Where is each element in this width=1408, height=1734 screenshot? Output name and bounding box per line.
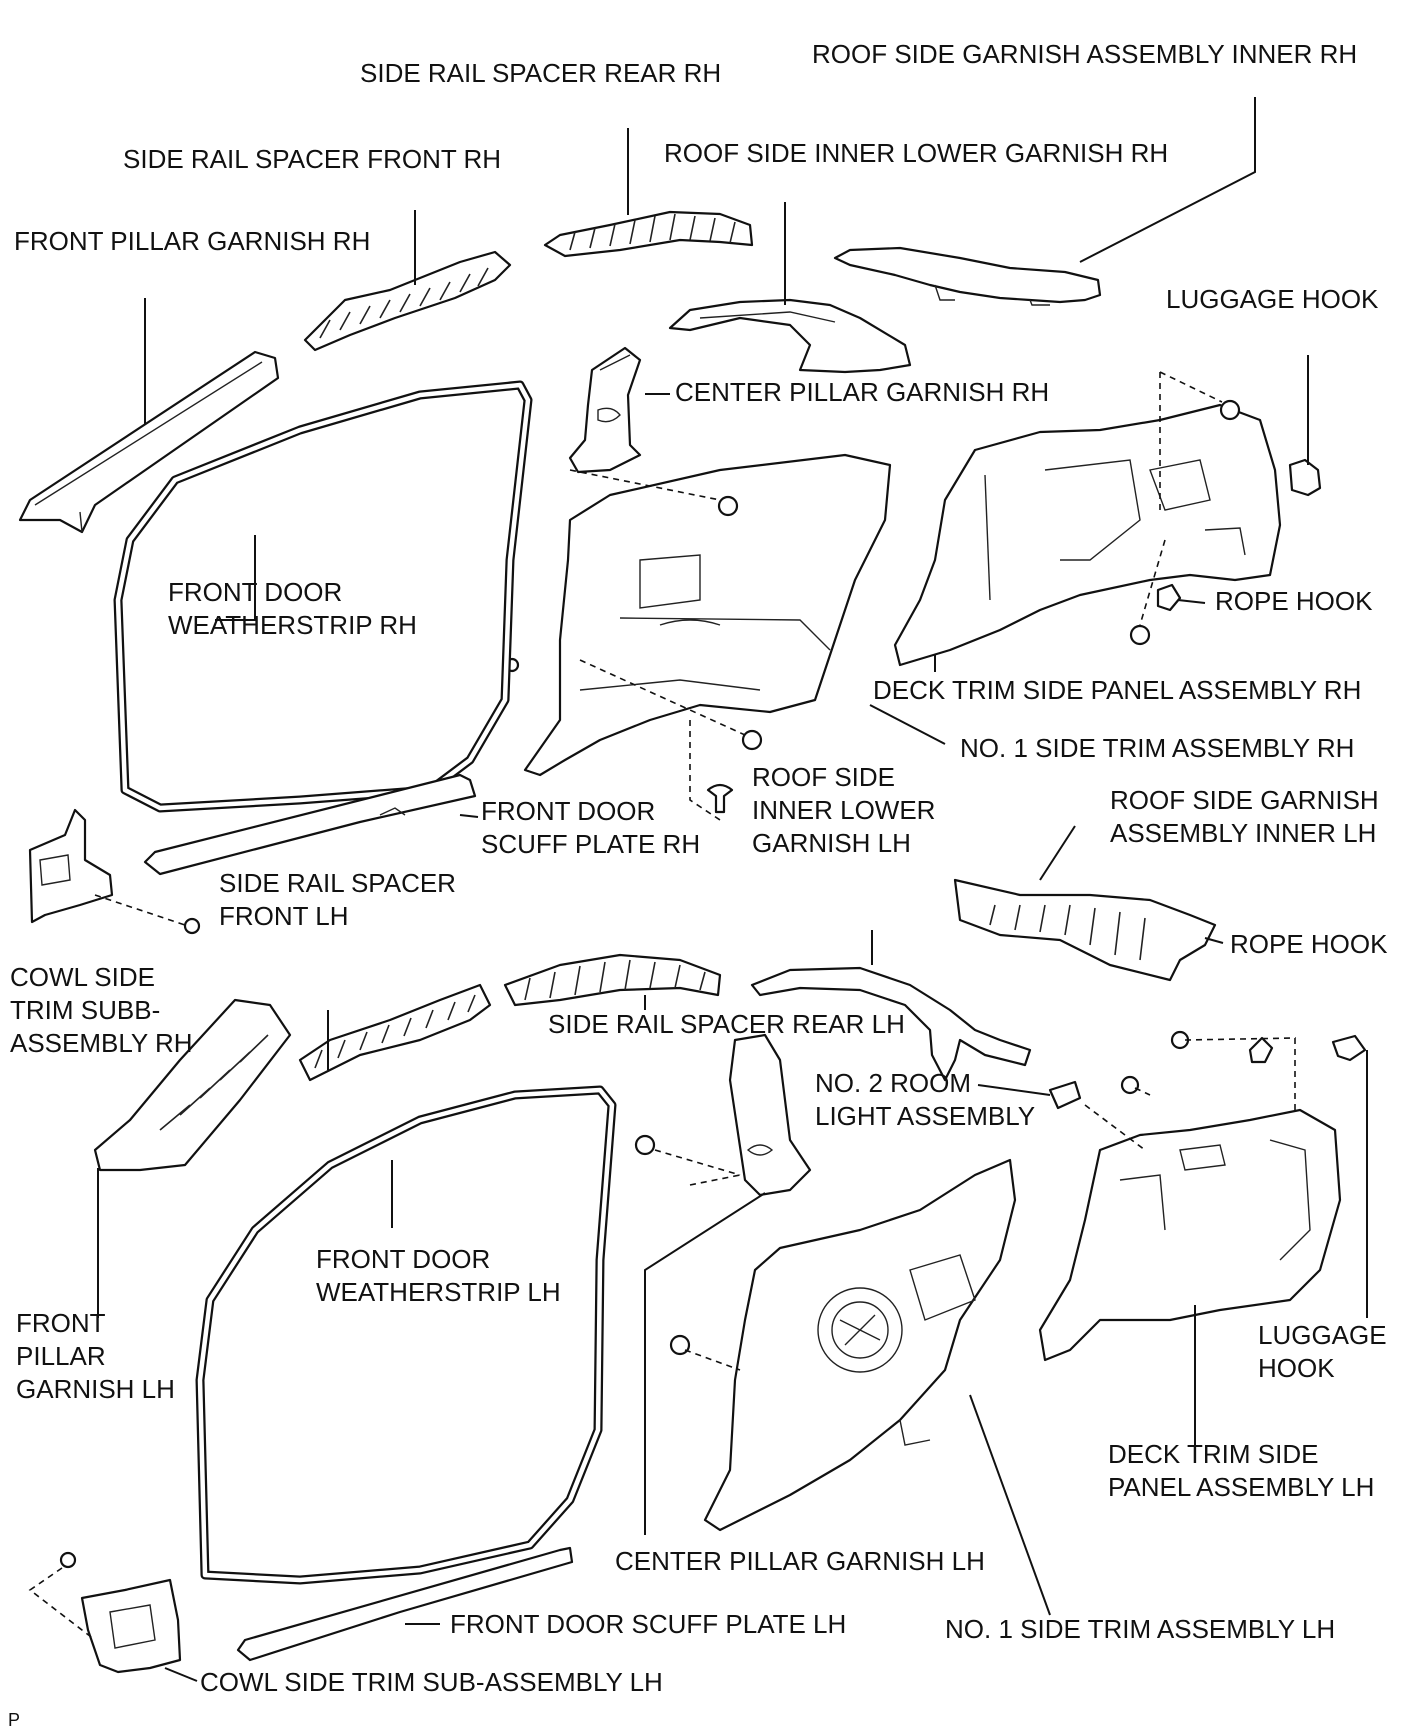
label-front-door-scuff-plate-rh-1: FRONT DOOR: [481, 796, 655, 826]
deck-trim-side-panel-lh-part: [1038, 1108, 1342, 1362]
label-front-door-weatherstrip-lh-2: WEATHERSTRIP LH: [316, 1277, 561, 1307]
center-pillar-garnish-rh-part: [568, 346, 642, 474]
label-front-door-scuff-plate-rh-2: SCUFF PLATE RH: [481, 829, 700, 859]
label-luggage-hook-rh: LUGGAGE HOOK: [1166, 284, 1379, 314]
luggage-hook-lh-part: [1331, 1034, 1367, 1062]
assembly-dash-lines: [28, 371, 1296, 1641]
no1-side-trim-lh-part: [703, 1158, 1017, 1532]
figure-code: P: [8, 1710, 20, 1730]
label-cowl-side-trim-rh-2: TRIM SUBB-: [10, 995, 160, 1025]
label-cowl-side-trim-rh-1: COWL SIDE: [10, 962, 155, 992]
roof-side-garnish-inner-lh-part: [953, 878, 1217, 982]
no1-side-trim-rh-part: [523, 453, 892, 777]
label-front-pillar-garnish-lh-2: PILLAR: [16, 1341, 106, 1371]
label-deck-trim-side-panel-lh-1: DECK TRIM SIDE: [1108, 1439, 1318, 1469]
cowl-side-trim-rh-part: [28, 808, 201, 935]
label-front-door-weatherstrip-lh-1: FRONT DOOR: [316, 1244, 490, 1274]
front-door-scuff-plate-lh-part: [236, 1546, 574, 1662]
label-cowl-side-trim-lh: COWL SIDE TRIM SUB-ASSEMBLY LH: [200, 1667, 663, 1697]
front-door-scuff-plate-rh-part: [143, 773, 477, 876]
label-front-door-weatherstrip-rh-1: FRONT DOOR: [168, 577, 342, 607]
front-door-weatherstrip-rh-part: [113, 380, 533, 813]
no2-room-light-part: [1048, 1080, 1082, 1110]
callout-labels: SIDE RAIL SPACER REAR RH ROOF SIDE GARNI…: [8, 39, 1388, 1730]
label-roof-side-inner-lower-garnish-lh-3: GARNISH LH: [752, 828, 911, 858]
label-no1-side-trim-lh: NO. 1 SIDE TRIM ASSEMBLY LH: [945, 1614, 1335, 1644]
rope-hook-rh-part: [1156, 583, 1182, 612]
label-no2-room-light-1: NO. 2 ROOM: [815, 1068, 971, 1098]
front-pillar-garnish-lh-part: [93, 998, 292, 1172]
label-no2-room-light-2: LIGHT ASSEMBLY: [815, 1101, 1035, 1131]
label-deck-trim-side-panel-rh: DECK TRIM SIDE PANEL ASSEMBLY RH: [873, 675, 1361, 705]
label-roof-side-garnish-inner-lh-1: ROOF SIDE GARNISH: [1110, 785, 1379, 815]
label-deck-trim-side-panel-lh-2: PANEL ASSEMBLY LH: [1108, 1472, 1374, 1502]
label-luggage-hook-lh-2: HOOK: [1258, 1353, 1335, 1383]
label-side-rail-spacer-front-lh-2: FRONT LH: [219, 901, 349, 931]
label-side-rail-spacer-rear-rh: SIDE RAIL SPACER REAR RH: [360, 58, 721, 88]
side-rail-spacer-rear-lh-part: [503, 953, 722, 1007]
label-rope-hook-lh: ROPE HOOK: [1230, 929, 1388, 959]
side-rail-spacer-rear-rh-part: [543, 210, 754, 258]
label-front-pillar-garnish-lh-3: GARNISH LH: [16, 1374, 175, 1404]
rope-hook-lh-part: [1248, 1036, 1274, 1064]
label-front-pillar-garnish-lh-1: FRONT: [16, 1308, 106, 1338]
side-rail-spacer-front-rh-part: [303, 250, 512, 352]
label-cowl-side-trim-rh-3: ASSEMBLY RH: [10, 1028, 193, 1058]
label-front-door-scuff-plate-lh: FRONT DOOR SCUFF PLATE LH: [450, 1609, 846, 1639]
label-roof-side-inner-lower-garnish-lh-2: INNER LOWER: [752, 795, 935, 825]
front-pillar-garnish-rh-part: [18, 350, 280, 534]
label-roof-side-garnish-inner-rh: ROOF SIDE GARNISH ASSEMBLY INNER RH: [812, 39, 1357, 69]
label-center-pillar-garnish-rh: CENTER PILLAR GARNISH RH: [675, 377, 1049, 407]
label-no1-side-trim-rh: NO. 1 SIDE TRIM ASSEMBLY RH: [960, 733, 1354, 763]
deck-trim-side-panel-rh-part: [893, 403, 1282, 667]
label-roof-side-inner-lower-garnish-lh-1: ROOF SIDE: [752, 762, 895, 792]
roof-side-inner-lower-garnish-lh-part: [750, 966, 1032, 1082]
label-front-door-weatherstrip-rh-2: WEATHERSTRIP RH: [168, 610, 417, 640]
center-pillar-garnish-lh-part: [728, 1033, 812, 1197]
label-side-rail-spacer-rear-lh: SIDE RAIL SPACER REAR LH: [548, 1009, 905, 1039]
label-front-pillar-garnish-rh: FRONT PILLAR GARNISH RH: [14, 226, 370, 256]
roof-side-garnish-inner-rh-part: [833, 246, 1102, 306]
roof-side-inner-lower-garnish-rh-part: [668, 298, 912, 374]
leader-lines: [97, 97, 1368, 1682]
label-center-pillar-garnish-lh: CENTER PILLAR GARNISH LH: [615, 1546, 985, 1576]
label-side-rail-spacer-front-rh: SIDE RAIL SPACER FRONT RH: [123, 144, 501, 174]
cowl-side-trim-lh-part: [80, 1578, 182, 1674]
label-luggage-hook-lh-1: LUGGAGE: [1258, 1320, 1387, 1350]
label-roof-side-garnish-inner-lh-2: ASSEMBLY INNER LH: [1110, 818, 1376, 848]
front-door-weatherstrip-lh-part: [195, 1085, 617, 1585]
label-roof-side-inner-lower-garnish-rh: ROOF SIDE INNER LOWER GARNISH RH: [664, 138, 1168, 168]
luggage-hook-rh-part: [1288, 458, 1322, 497]
label-rope-hook-rh: ROPE HOOK: [1215, 586, 1373, 616]
side-rail-spacer-front-lh-part: [298, 983, 492, 1082]
bolts-lh: [59, 1030, 1190, 1569]
label-side-rail-spacer-front-lh-1: SIDE RAIL SPACER: [219, 868, 456, 898]
